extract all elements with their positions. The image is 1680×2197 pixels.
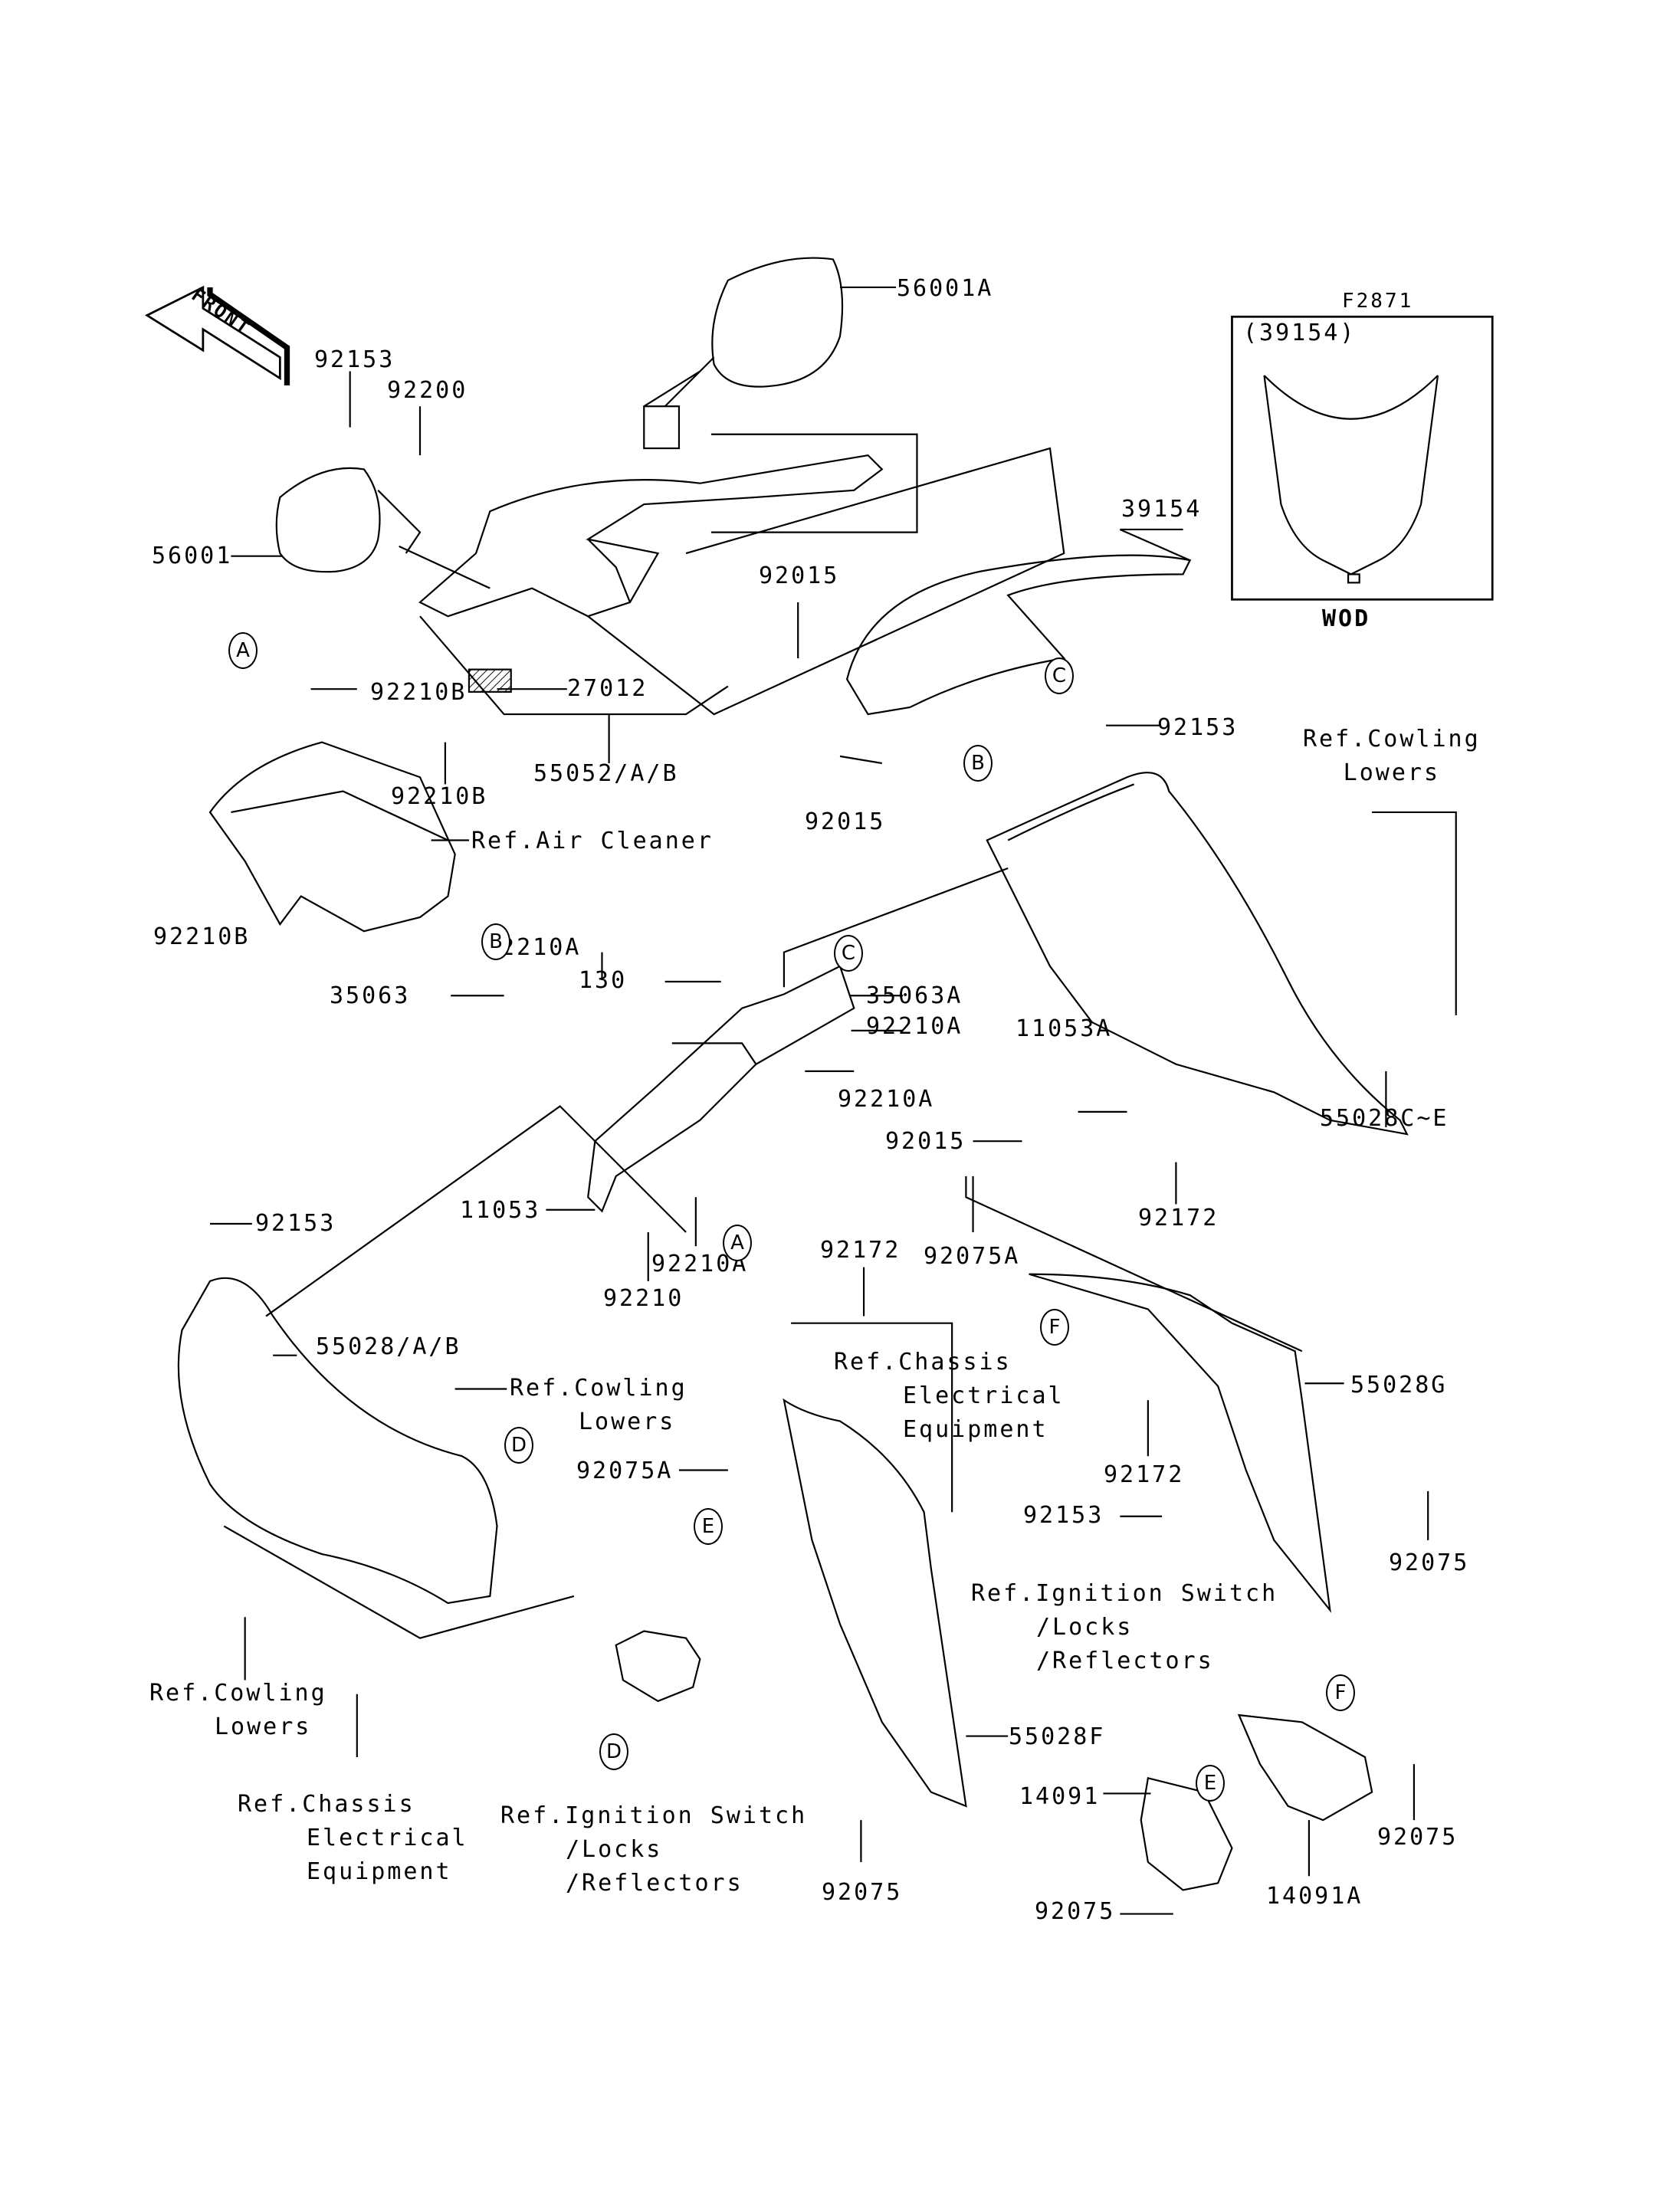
bracket-14091A (1237, 1713, 1373, 1822)
part-label-92210A[interactable]: 92210A (866, 1013, 963, 1040)
ref-line: Equipment (903, 1416, 1048, 1443)
part-label-92075[interactable]: 92075 (822, 1879, 903, 1906)
part-label-92210B[interactable]: 92210B (391, 783, 488, 810)
ref-ignition-switch[interactable]: Ref.Ignition Switch /Locks /Reflectors (971, 1582, 1278, 1673)
ref-line: /Locks (566, 1836, 663, 1863)
part-label-92015[interactable]: 92015 (885, 1128, 966, 1155)
ref-line: /Locks (1036, 1614, 1134, 1641)
ref-line: Ref.Cowling (1303, 726, 1481, 753)
part-label-35063A[interactable]: 35063A (866, 982, 963, 1009)
leader-lines (210, 371, 1429, 1915)
part-label-11053[interactable]: 11053 (460, 1197, 541, 1224)
part-label-92075[interactable]: 92075 (1035, 1898, 1116, 1925)
part-label-92172[interactable]: 92172 (1104, 1461, 1185, 1488)
ignition-bracket (615, 1630, 701, 1703)
callout-c: C (1045, 657, 1074, 694)
ref-cowling-lowers[interactable]: Ref.Cowling Lowers (149, 1682, 327, 1739)
part-label-92153[interactable]: 92153 (314, 346, 395, 373)
part-label-92172[interactable]: 92172 (1138, 1205, 1219, 1231)
mirror-right (643, 257, 897, 450)
air-duct-assembly (208, 741, 469, 933)
ref-line: Lowers (579, 1408, 676, 1435)
inset-box (1231, 315, 1494, 601)
callout-d: D (599, 1733, 628, 1770)
ref-line: Ref.Cowling (149, 1680, 327, 1707)
windscreen-inset-drawing (1263, 375, 1439, 584)
ref-line: Electrical (307, 1825, 468, 1851)
windscreen (845, 528, 1192, 716)
side-panel-center (783, 1322, 1009, 1808)
ref-line: /Reflectors (1036, 1648, 1214, 1674)
part-label-39154[interactable]: 39154 (1121, 496, 1203, 523)
callout-b: B (481, 923, 510, 960)
part-label-35063[interactable]: 35063 (330, 982, 411, 1009)
callout-d: D (504, 1427, 533, 1464)
part-label-11053A[interactable]: 11053A (1016, 1015, 1113, 1042)
part-label-92075A[interactable]: 92075A (924, 1243, 1021, 1270)
part-label-55052[interactable]: 55052/A/B (533, 760, 679, 787)
part-label-14091A[interactable]: 14091A (1266, 1883, 1363, 1910)
part-label-92200[interactable]: 92200 (387, 377, 468, 404)
callout-b: B (963, 745, 993, 782)
ref-line: Electrical (903, 1382, 1065, 1409)
callout-c: C (834, 935, 863, 972)
ref-line: Lowers (215, 1713, 312, 1740)
part-label-92015[interactable]: 92015 (759, 562, 840, 589)
ref-line: Ref.Cowling (510, 1375, 687, 1402)
part-label-55028F[interactable]: 55028F (1009, 1723, 1106, 1750)
part-label-27012[interactable]: 27012 (567, 675, 648, 702)
ref-cowling-lowers[interactable]: Ref.Cowling Lowers (1303, 728, 1481, 785)
upper-inner-cover (399, 433, 1065, 716)
side-panel-right (965, 1176, 1344, 1613)
callout-a: A (228, 632, 258, 669)
ref-cowling-lowers[interactable]: Ref.Cowling Lowers (510, 1377, 687, 1434)
callout-e: E (1196, 1765, 1225, 1802)
part-label-92153[interactable]: 92153 (1023, 1502, 1104, 1529)
ref-chassis-electrical[interactable]: Ref.Chassis Electrical Equipment (238, 1793, 468, 1884)
ref-line: Lowers (1343, 759, 1441, 786)
part-label-56001A[interactable]: 56001A (897, 275, 994, 302)
part-label-92210A[interactable]: 92210A (838, 1086, 935, 1113)
ref-line: /Reflectors (566, 1870, 743, 1897)
figure-code: F2871 (1342, 290, 1414, 313)
part-label-92210[interactable]: 92210 (603, 1285, 684, 1312)
part-label-92075[interactable]: 92075 (1389, 1549, 1470, 1576)
inset-part-number: (39154) (1243, 320, 1357, 346)
part-label-92075A[interactable]: 92075A (576, 1458, 674, 1484)
ref-ignition-switch[interactable]: Ref.Ignition Switch /Locks /Reflectors (500, 1805, 807, 1895)
cowling-stay-bracket (265, 867, 1009, 1317)
callout-f: F (1326, 1674, 1355, 1711)
part-label-14091[interactable]: 14091 (1019, 1783, 1101, 1810)
part-label-92210B[interactable]: 92210B (153, 923, 251, 950)
ref-line: Ref.Ignition Switch (500, 1802, 808, 1829)
ref-line: Equipment (307, 1858, 452, 1885)
part-label-55028-A-B[interactable]: 55028/A/B (316, 1333, 461, 1360)
ref-line: Ref.Chassis (834, 1349, 1012, 1376)
ref-chassis-electrical[interactable]: Ref.Chassis Electrical Equipment (834, 1351, 1065, 1441)
part-label-130[interactable]: 130 (579, 967, 628, 994)
part-label-92015[interactable]: 92015 (805, 808, 886, 835)
ref-line: Ref.Chassis (238, 1791, 415, 1818)
inset-caption: WOD (1322, 605, 1371, 632)
part-label-92075[interactable]: 92075 (1377, 1824, 1459, 1851)
part-label-55028C-E[interactable]: 55028C~E (1320, 1105, 1449, 1132)
mirror-left (231, 467, 422, 573)
upper-cowl-left (177, 1277, 575, 1639)
callout-a: A (723, 1225, 752, 1261)
part-label-92172[interactable]: 92172 (820, 1237, 901, 1264)
callout-e: E (694, 1508, 723, 1545)
part-label-92153[interactable]: 92153 (1157, 714, 1239, 741)
front-arrow-icon (145, 285, 290, 385)
callout-f: F (1040, 1309, 1069, 1346)
ref-line: Ref.Ignition Switch (971, 1580, 1278, 1607)
part-label-92153[interactable]: 92153 (255, 1210, 336, 1237)
part-label-55028G[interactable]: 55028G (1350, 1372, 1448, 1399)
upper-cowl-right (986, 772, 1457, 1136)
ref-air-cleaner[interactable]: Ref.Air Cleaner (471, 828, 714, 854)
part-label-56001[interactable]: 56001 (152, 543, 233, 569)
part-label-92210B[interactable]: 92210B (370, 679, 468, 706)
